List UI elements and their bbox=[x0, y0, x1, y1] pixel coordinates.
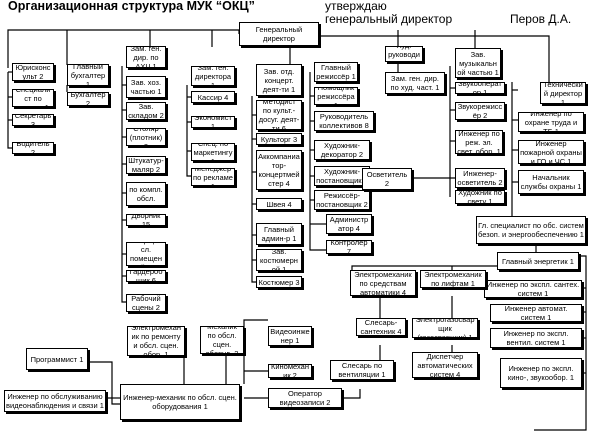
box-fire-safety: Инженер пожарной охраны и ГО и ЧС 1 bbox=[518, 140, 584, 164]
box-art-decorator: Художник-декоратор 2 bbox=[314, 140, 370, 160]
box-electro-automation: Электромеханик по средствам автоматики 4 bbox=[350, 270, 416, 296]
chart-title: Организационная структура МУК “ОКЦ” bbox=[8, 0, 255, 13]
box-administrator: Администратор 4 bbox=[326, 214, 372, 234]
box-head-concert: Зав. отд. концерт. деят-ти 1 bbox=[256, 64, 302, 96]
box-chief-power: Главный энергетик 1 bbox=[497, 252, 579, 270]
box-controller: Контролёр 7 bbox=[326, 240, 372, 254]
box-chief-director: Главный режиссёр 1 bbox=[314, 62, 358, 82]
box-cloakroom: Гардеробщик 6 bbox=[126, 270, 166, 282]
approve-line-2: генеральный директор bbox=[325, 12, 453, 26]
box-lighter: Осветитель 2 bbox=[362, 168, 412, 190]
box-lighting-artist: Художник по свету 1 bbox=[455, 190, 505, 204]
signature: Перов Д.А. bbox=[510, 12, 572, 26]
box-hr-specialist: Специалист по кадрам 1 bbox=[12, 89, 54, 107]
box-head-household: Зав. хоз. частью 1 bbox=[126, 76, 166, 98]
box-sound-director: Звукорежиссёр 2 bbox=[455, 102, 505, 120]
box-mech-stage: Механик по обсл. сцен. оборуд. 2 bbox=[200, 326, 244, 354]
box-video-operator: Оператор видеозаписи 2 bbox=[268, 388, 342, 408]
box-eng-automation: Инженер автомат. систем 1 bbox=[490, 304, 582, 322]
box-seamstress: Швея 4 bbox=[256, 198, 302, 210]
box-collective-lead: Руководитель коллективов 8 bbox=[314, 111, 374, 131]
box-projectionist: Киномеханик 2 bbox=[268, 364, 312, 378]
box-welder: Электрогазосварщик (газосварщик) 1 bbox=[412, 318, 478, 338]
box-head-music: Зав. музыкальной частью 1 bbox=[455, 48, 501, 78]
box-head-warehouse: Зав. складом 2 bbox=[126, 102, 166, 120]
box-video-engineer: Видеоинженер 1 bbox=[268, 326, 312, 346]
box-eng-stage-equip: Инженер-механик по обсл. сцен. оборудова… bbox=[120, 384, 240, 420]
box-cashier: Кассир 4 bbox=[191, 91, 235, 103]
box-asst-director: Помощник режиссёра 1 bbox=[314, 87, 358, 105]
box-light-engineer: Инженер по реж. эл. свет. обор. 1 bbox=[455, 130, 503, 154]
box-chief-accountant: Главный бухгалтер 1 bbox=[67, 64, 109, 86]
box-plumber: Слесарь-сантехник 4 bbox=[356, 318, 406, 336]
box-driver: Водитель 2 bbox=[12, 142, 54, 154]
box-programmer: Программист 1 bbox=[26, 348, 88, 370]
box-gen-director: Генеральный директор bbox=[239, 22, 319, 46]
box-electro-elevators: Электромеханик по лифтам 1 bbox=[420, 270, 486, 288]
box-janitor: Дворник 15 bbox=[126, 214, 166, 226]
box-eng-video-comms: Инженер по обслуживанию видеонаблюдения … bbox=[4, 390, 106, 412]
box-deputy-art: Зам. ген. дир. по худ. част. 1 bbox=[385, 72, 445, 94]
box-vent-fitter: Слесарь по вентиляции 1 bbox=[330, 360, 394, 380]
box-methodist: Методист по культ.-досуг. деят-ти 6 bbox=[256, 100, 302, 130]
box-tech-director: Технический директор 1 bbox=[540, 82, 586, 104]
box-lighting-operator: Инженер-осветитель 2 bbox=[455, 168, 505, 188]
box-cleaner: Уборщик сл. помещений 15 bbox=[126, 242, 166, 266]
box-deputy-director: Зам. ген. директора 1 bbox=[191, 66, 235, 86]
box-electro-stage: Электромеханик по ремонту и обсл. сцен. … bbox=[127, 326, 185, 356]
box-security-head: Начальник службы охраны 1 bbox=[518, 170, 584, 194]
box-economist: Экономист 1 bbox=[191, 116, 235, 128]
box-head-costume: Зав. костюмерной 1 bbox=[256, 249, 302, 271]
box-eng-ventilation: Инженер по экспл. вентил. систем 1 bbox=[490, 328, 582, 348]
box-ad-manager: Менеджер по рекламе 1 bbox=[191, 168, 235, 186]
box-accounting: Бухгалтер 2 bbox=[67, 92, 109, 106]
box-secretary: Секретарь 3 bbox=[12, 114, 54, 126]
approve-line-1: утверждаю bbox=[325, 0, 387, 13]
box-jurist: Юрисконсульт 2 bbox=[12, 63, 54, 81]
box-chief-specialist: Гл. специалист по обс. систем безоп. и э… bbox=[476, 216, 586, 244]
box-marketing: Спец. по маркетингу 1 bbox=[191, 143, 235, 161]
box-accompanist: Аккомпаниатор-концертмейстер 4 bbox=[256, 150, 302, 190]
box-director-producer: Режиссёр-постановщик 2 bbox=[314, 190, 370, 210]
box-deputy-ahch: Зам. ген. дир. по АХЧ 1 bbox=[126, 46, 166, 68]
box-sound-operator: Звукооператор 1 bbox=[455, 82, 505, 94]
box-maint-worker: Рабочий по компл. обсл. здания 2 bbox=[126, 182, 166, 206]
box-art-producer: Художник-постановщик 1 bbox=[314, 166, 370, 186]
box-stage-worker: Рабочий сцены 2 bbox=[126, 294, 166, 312]
box-labor-safety: Инженер по охране труда и ТБ 1 bbox=[518, 112, 584, 132]
box-culture-org: Культорг 3 bbox=[256, 133, 302, 145]
box-art-director: Худ. руководитель 1 bbox=[385, 46, 423, 62]
box-eng-cinema: Инженер по экспл. кино-, звукообор. 1 bbox=[500, 358, 582, 388]
box-chief-admin: Главный админ-р 1 bbox=[256, 223, 302, 245]
box-plasterer: Штукатур-маляр 2 bbox=[126, 156, 166, 174]
box-carpenter: Столяр (плотник) 2 bbox=[126, 128, 166, 146]
box-costumer: Костюмер 3 bbox=[256, 276, 302, 288]
box-eng-plumbing: Инженер по экспл. сантех. систем 1 bbox=[484, 280, 582, 298]
box-dispatcher: Диспетчер автоматических систем 4 bbox=[412, 352, 478, 378]
